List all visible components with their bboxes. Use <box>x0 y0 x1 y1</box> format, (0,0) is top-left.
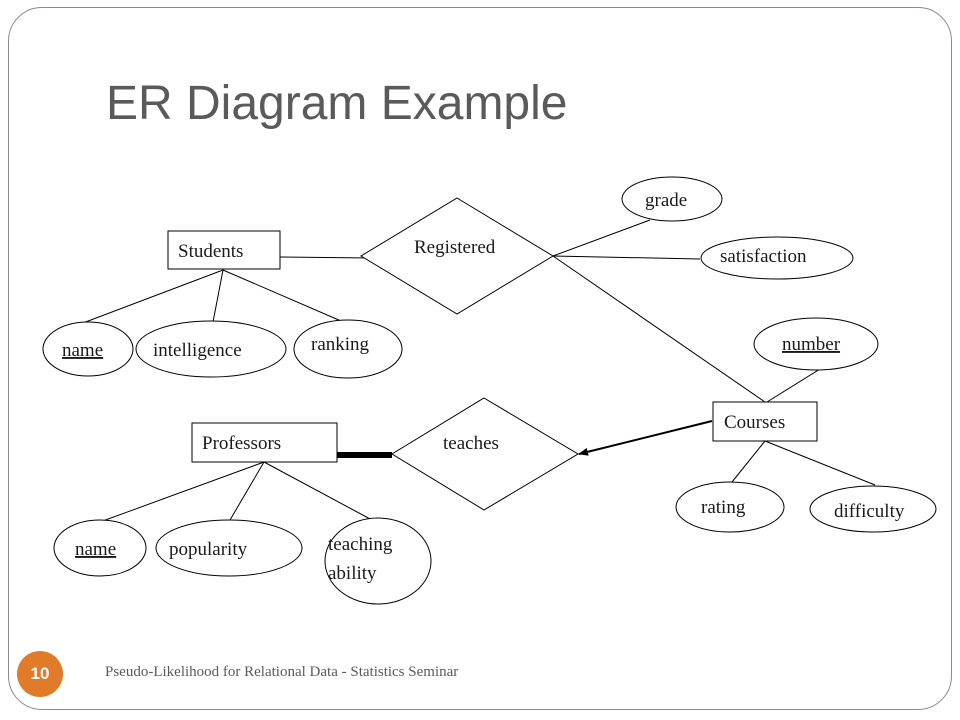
teaching-ability-attribute-ellipse <box>324 517 432 605</box>
courses-entity-box <box>712 401 818 442</box>
popularity-attribute-label: popularity <box>169 539 248 560</box>
link-students-registered <box>279 256 371 259</box>
grade-attribute-ellipse <box>621 176 723 222</box>
link-registered-grade <box>552 219 651 257</box>
satisfaction-attribute-label: satisfaction <box>720 246 807 267</box>
difficulty-attribute-ellipse <box>809 485 937 533</box>
teaches-relationship-label: teaches <box>443 433 499 454</box>
footer-text: Pseudo-Likelihood for Relational Data - … <box>105 664 459 680</box>
page-number: 10 <box>30 664 50 683</box>
slide-title: ER Diagram Example <box>106 77 568 130</box>
teaches-relationship-diamond <box>391 397 579 511</box>
link-registered-courses <box>552 255 766 403</box>
teaching-ability-label-line1: teaching <box>328 534 393 555</box>
students-entity-box <box>167 230 281 270</box>
link-professors-name <box>99 461 265 523</box>
ranking-attribute-ellipse <box>293 319 403 379</box>
intelligence-attribute-label: intelligence <box>153 340 242 361</box>
link-courses-rating <box>731 440 766 483</box>
student-name-attribute-label: name <box>62 340 103 361</box>
satisfaction-attribute-ellipse <box>700 236 854 280</box>
difficulty-attribute-label: difficulty <box>834 501 905 522</box>
students-entity-label: Students <box>178 241 243 262</box>
courses-entity-label: Courses <box>724 412 785 433</box>
student-name-attribute-ellipse <box>42 321 134 377</box>
registered-relationship-label: Registered <box>414 237 496 258</box>
rating-attribute-ellipse <box>675 481 785 533</box>
link-students-intelligence <box>212 269 224 323</box>
registered-relationship-diamond <box>360 197 554 315</box>
link-professors-teaching <box>263 461 373 521</box>
grade-attribute-label: grade <box>645 190 687 211</box>
professors-entity-label: Professors <box>202 433 281 454</box>
intelligence-attribute-ellipse <box>135 320 287 378</box>
courses-teaches-arrow <box>578 420 713 456</box>
link-students-ranking <box>222 269 349 325</box>
connector-lines <box>74 219 876 523</box>
professors-entity-box <box>191 422 338 463</box>
link-students-name <box>74 269 224 327</box>
link-professors-popularity <box>229 461 265 521</box>
rating-attribute-label: rating <box>701 497 746 518</box>
page-number-badge: 10 <box>17 651 63 697</box>
link-registered-satisfaction <box>552 255 701 260</box>
popularity-attribute-ellipse <box>155 519 303 577</box>
teaching-ability-label-line2: ability <box>328 563 377 584</box>
link-courses-difficulty <box>764 440 876 486</box>
professor-name-attribute-label: name <box>75 539 116 560</box>
professor-name-attribute-ellipse <box>53 519 147 577</box>
number-attribute-label: number <box>782 334 841 355</box>
ranking-attribute-label: ranking <box>311 334 370 355</box>
link-courses-number <box>766 368 821 403</box>
number-attribute-ellipse <box>753 317 879 371</box>
